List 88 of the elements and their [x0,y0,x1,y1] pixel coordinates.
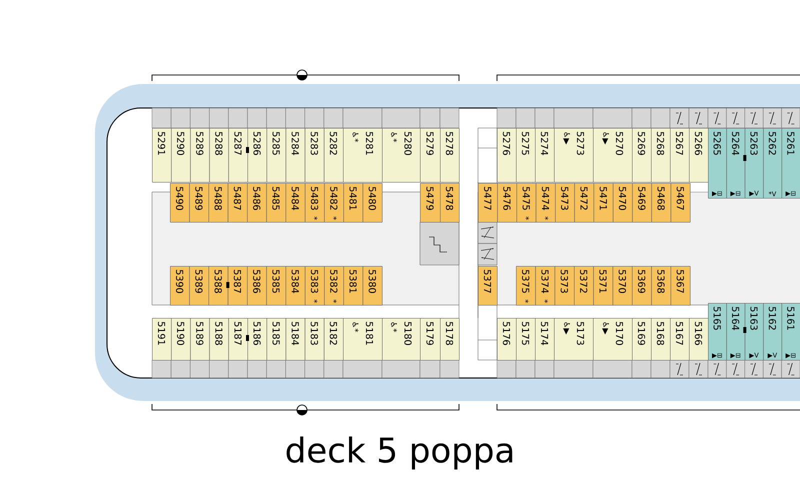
title: deck 5 poppa [286,436,512,470]
cabin-box: 5371 [593,266,614,306]
cabin-box: 5485 [266,183,286,222]
cabin-box: 5480 [362,183,382,222]
cabin-box: 5274 [535,128,554,182]
cabin-box: 5478 [440,183,460,222]
cabin-box: 5279 [420,128,440,182]
cabin-box: 5282 [324,128,344,182]
cabin-box: 5178 [440,318,460,360]
cabin-box: 5268 [651,128,670,182]
cabin-box: 5370 [612,266,632,306]
cabin-box: 5469 [632,183,652,222]
cabin-box: 5181 ♿* [343,318,382,360]
cabin-box: 5191 [152,318,172,360]
cabin-box: 5182 [324,318,344,360]
cabin-box: 5174 [535,318,554,360]
cabin-box: 5388 [208,266,228,306]
cabin-box: 5290 [171,128,191,182]
cabin-box: 5280 ♿* [382,128,420,182]
cabin-box: 5381 [343,266,364,306]
cabin-box: 5474 * [536,183,556,222]
cabin-box: 5383 * [304,266,325,306]
cabin-box: 5467 [670,183,690,222]
cabin-box: 5286 [248,128,268,182]
cabin-box: 5284 [286,128,306,182]
cabin-box: 5486 [247,183,267,222]
cabin-box: 5281 ♿* [343,128,382,182]
cabin-box: 5372 [574,266,594,306]
cabin-box: 5481 [343,183,364,222]
cabin-box: 5185 [266,318,286,360]
cabin-box: 5471 [594,183,614,222]
cabin-box: 5267 [670,128,690,182]
cabin-box: 5283 [304,128,324,182]
cabin-box: 5369 [632,266,652,306]
cabin-box: 5291 [152,128,172,182]
cabin-box: 5490 [170,183,190,222]
cabin-box: 5483 * [304,183,325,222]
cabin-box: 5168 [651,318,670,360]
cabin-box: 5188 [209,318,229,360]
cabin-box: 5377 [478,266,498,306]
cabin-box: 5477 [478,183,498,222]
cabin-box: 5375 * [516,266,536,306]
cabin-box: 5473 [555,183,575,222]
cabin-box: 5180 ♿* [382,318,420,360]
cabin-box: 5285 [266,128,286,182]
cabin-box: 5389 [189,266,210,306]
cabin-box: 5382 * [324,266,344,306]
cabin-box: 5278 [440,128,460,182]
cabin-box: 5487 [228,183,248,222]
cabin-box: 5489 [189,183,210,222]
cabin-box: 5189 [190,318,210,360]
cabin-box: 5386 [247,266,267,306]
cabin-box: 5287 [228,128,248,182]
cabin-box: 5373 [554,266,574,306]
cabin-box: 5184 [286,318,306,360]
cabin-box: 5187 [228,318,248,360]
cabin-box: 5488 [208,183,228,222]
cabin-box: 5266 [689,128,708,182]
cabin-box: 5186 [248,318,268,360]
cabin-box: 5169 [632,318,652,360]
cabin-box: 5368 [651,266,672,306]
cabin-box: 5385 [266,266,286,306]
cabin-box: 5380 [362,266,382,306]
cabin-box: 5179 [420,318,440,360]
cabin-box: 5484 [286,183,306,222]
cabin-box: 5470 [612,183,633,222]
cabin-box: 5468 [651,183,672,222]
cabin-box: 5288 [209,128,229,182]
cabin-box: 5167 [670,318,690,360]
cabin-box: 5390 [170,266,190,306]
cabin-box: 5374 * [535,266,556,306]
cabin-box: 5384 [286,266,306,306]
cabin-box: 5269 [632,128,652,182]
cabin-box: 5176 [497,318,516,360]
cabin-box: 5472 [574,183,594,222]
cabin-box: 5482 * [324,183,344,222]
cabin-box: 5166 [689,318,708,360]
cabin-box: 5476 [497,183,518,222]
cabin-box: 5367 [670,266,690,306]
cabin-box: 5475 * [516,183,536,222]
cabin-box: 5190 [171,318,191,360]
cabin-box: 5175 [516,318,536,360]
cabin-box: 5387 [228,266,248,306]
cabin-box: 5183 [304,318,324,360]
cabin-box: 5479 [420,183,440,222]
cabin-box: 5275 [516,128,536,182]
cabin-box: 5276 [497,128,516,182]
cabin-box: 5289 [190,128,210,182]
